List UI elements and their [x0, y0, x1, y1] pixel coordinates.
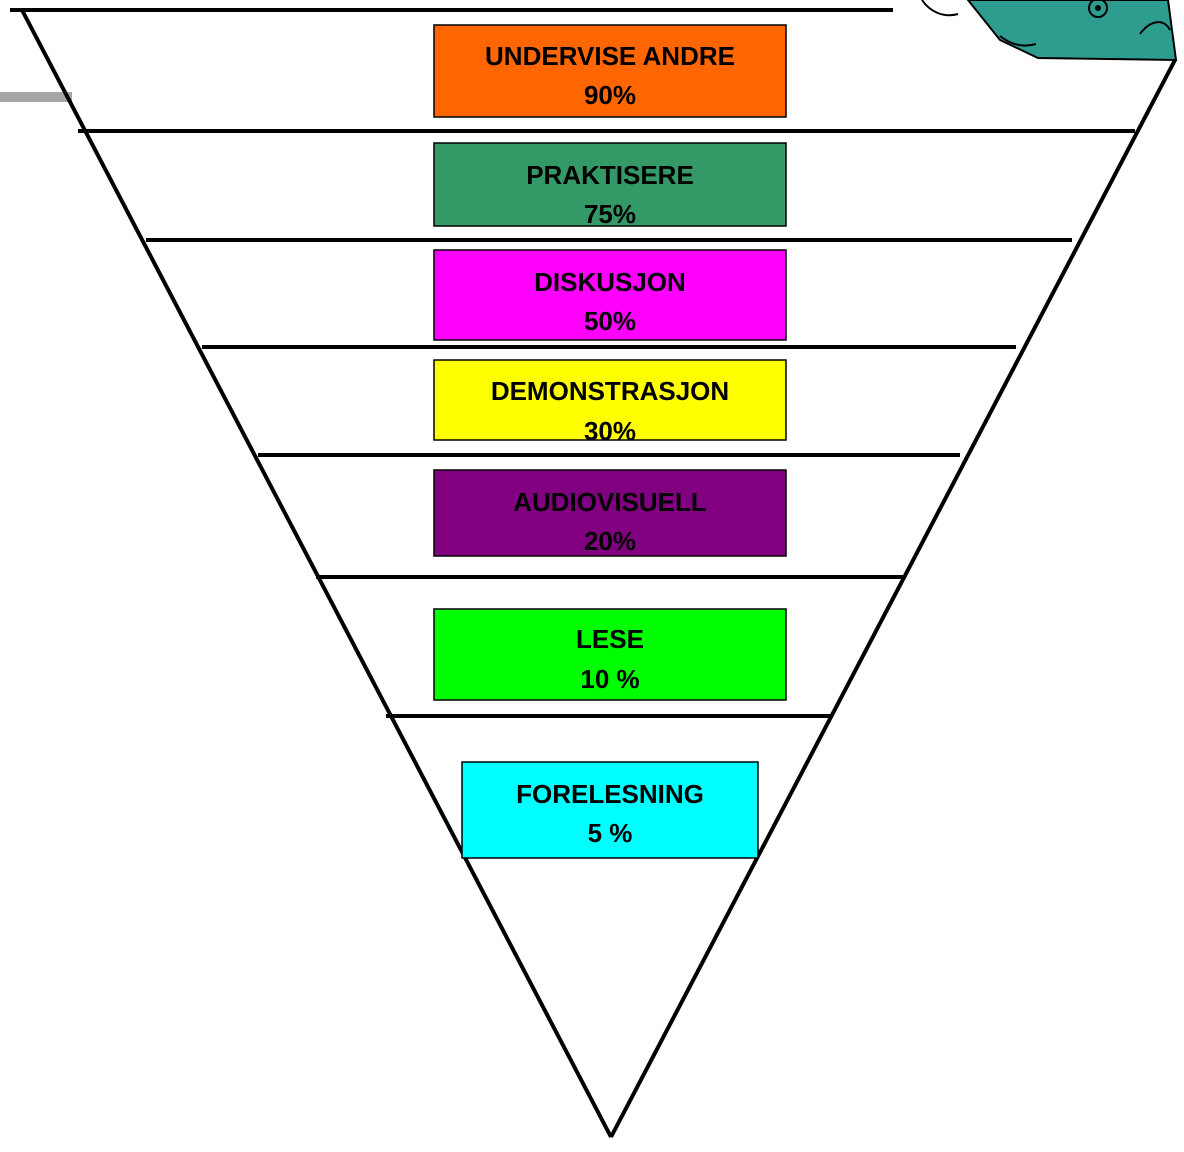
level-percent: 75%: [584, 199, 636, 229]
pyramid-right-edge: [609, 59, 1177, 1138]
level-percent: 20%: [584, 526, 636, 556]
level-label: LESE: [576, 624, 644, 654]
level-box-fill: [433, 469, 787, 557]
level-box-lese: LESE 10 %: [433, 608, 787, 701]
level-percent: 90%: [584, 80, 636, 110]
cartoon-figure-icon: [921, 0, 1178, 62]
level-box-fill: [433, 142, 787, 227]
level-box-fill: [433, 249, 787, 341]
level-box-fill: [461, 761, 759, 859]
level-percent: 5 %: [588, 818, 633, 848]
level-box-diskusjon: DISKUSJON 50%: [433, 249, 787, 341]
level-label: AUDIOVISUELL: [513, 487, 707, 517]
level-label: UNDERVISE ANDRE: [485, 41, 735, 71]
level-box-praktisere: PRAKTISERE 75%: [433, 142, 787, 229]
level-dividers: [78, 129, 1135, 718]
pyramid-left-edge: [20, 9, 613, 1138]
level-box-fill: [433, 608, 787, 701]
level-box-fill: [433, 24, 787, 118]
level-label: FORELESNING: [516, 779, 704, 809]
level-box-undervise-andre: UNDERVISE ANDRE 90%: [433, 24, 787, 118]
level-box-fill: [433, 359, 787, 441]
level-box-demonstrasjon: DEMONSTRASJON 30%: [433, 359, 787, 446]
accent-bar: [0, 92, 72, 102]
level-label: DEMONSTRASJON: [491, 376, 729, 406]
level-box-audiovisuell: AUDIOVISUELL 20%: [433, 469, 787, 557]
level-label: PRAKTISERE: [526, 160, 694, 190]
level-label: DISKUSJON: [534, 267, 686, 297]
level-percent: 50%: [584, 306, 636, 336]
level-percent: 30%: [584, 416, 636, 446]
level-percent: 10 %: [580, 664, 639, 694]
level-box-forelesning: FORELESNING 5 %: [461, 761, 759, 859]
